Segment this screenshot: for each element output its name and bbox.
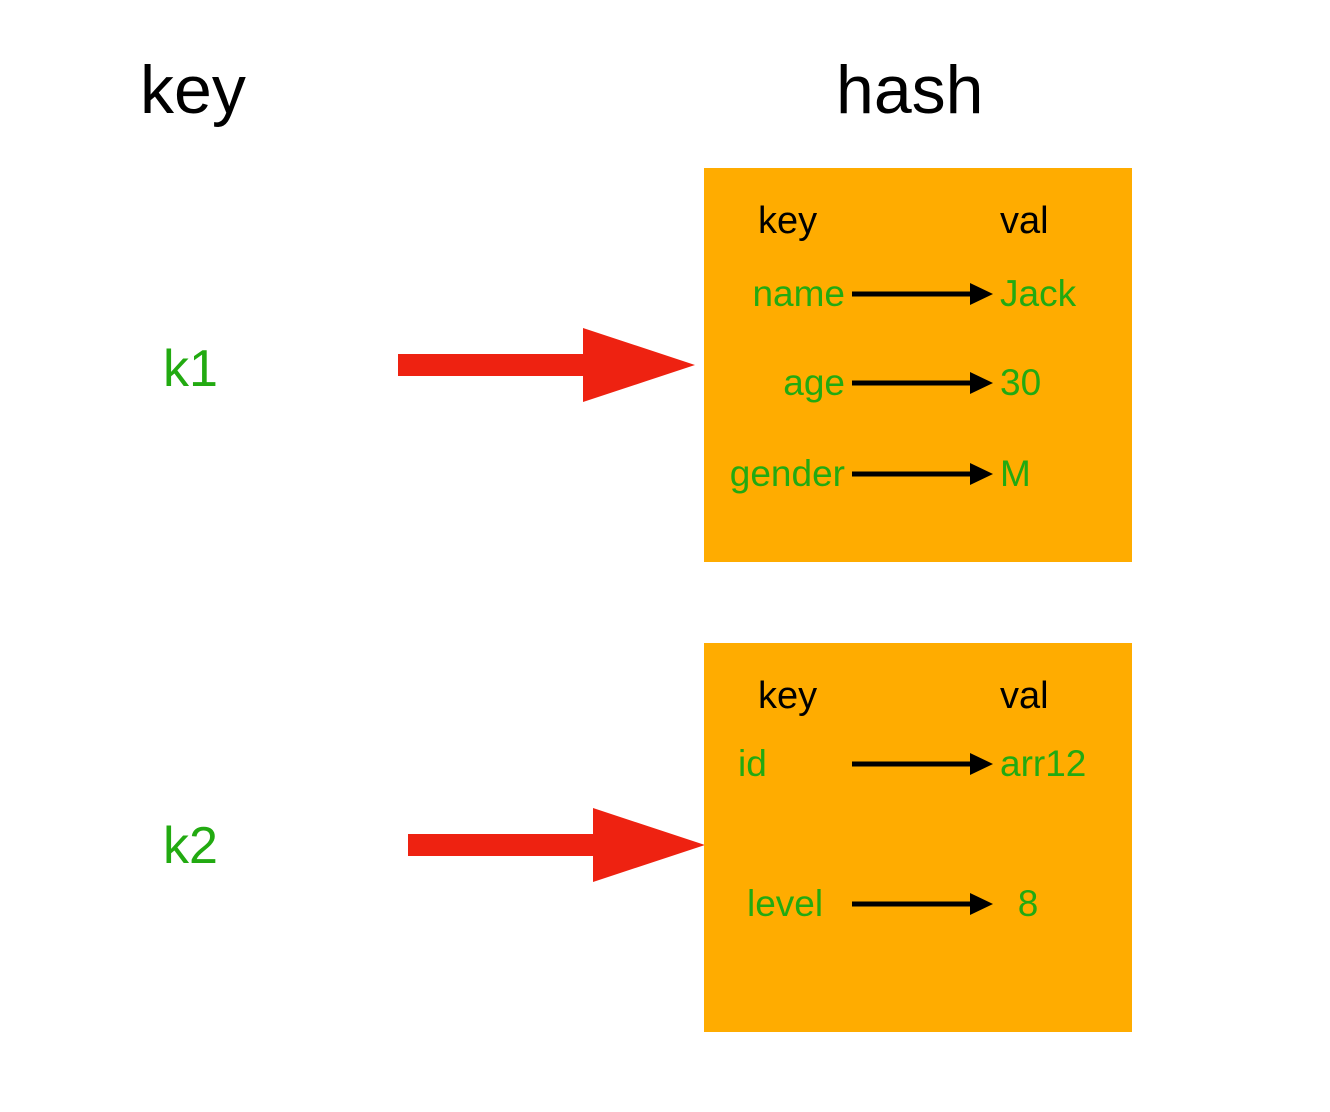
- hash-field-key: level: [747, 883, 824, 924]
- hash-field-key: age: [783, 362, 845, 403]
- hash-field-value: Jack: [1000, 273, 1077, 314]
- hash-field-key: id: [738, 743, 767, 784]
- hash-field-row: level 8: [704, 878, 1132, 930]
- hash-field-row: gender M: [704, 448, 1132, 500]
- field-arrow-shape: [852, 283, 993, 305]
- field-arrow-icon: [850, 448, 995, 500]
- hash-field-row: age 30: [704, 357, 1132, 409]
- column-title-hash: hash: [836, 52, 984, 128]
- hash-field-value: 30: [1000, 362, 1042, 403]
- field-arrow-shape: [852, 753, 993, 775]
- pointer-arrow-shape: [408, 808, 705, 882]
- hash-box-header-val: val: [1000, 200, 1049, 242]
- hash-field-row: name Jack: [704, 268, 1132, 320]
- field-arrow-icon: [850, 738, 995, 790]
- field-arrow-icon: [850, 357, 995, 409]
- hash-field-key: gender: [729, 453, 845, 494]
- hash-box-k2: key val id arr12 level 8: [704, 643, 1132, 1032]
- hash-box-header-key: key: [758, 675, 818, 717]
- column-title-key: key: [140, 52, 246, 128]
- hash-field-row: id arr12: [704, 738, 1132, 790]
- key-label-k2: k2: [163, 817, 218, 875]
- field-arrow-shape: [852, 372, 993, 394]
- hash-field-value: 8: [1017, 883, 1039, 924]
- field-arrow-shape: [852, 463, 993, 485]
- hash-field-value: M: [1000, 453, 1031, 494]
- field-arrow-shape: [852, 893, 993, 915]
- key-label-k1: k1: [163, 340, 218, 398]
- hash-field-value: arr12: [1000, 743, 1087, 784]
- pointer-arrow-icon-k1: [398, 325, 703, 405]
- pointer-arrow-shape: [398, 328, 695, 402]
- hash-field-key: name: [752, 273, 845, 314]
- hash-box-header-val: val: [1000, 675, 1049, 717]
- hash-box-k1: key val name Jack age 30 gende: [704, 168, 1132, 562]
- pointer-arrow-icon-k2: [408, 805, 713, 885]
- hash-box-header-key: key: [758, 200, 818, 242]
- field-arrow-icon: [850, 878, 995, 930]
- field-arrow-icon: [850, 268, 995, 320]
